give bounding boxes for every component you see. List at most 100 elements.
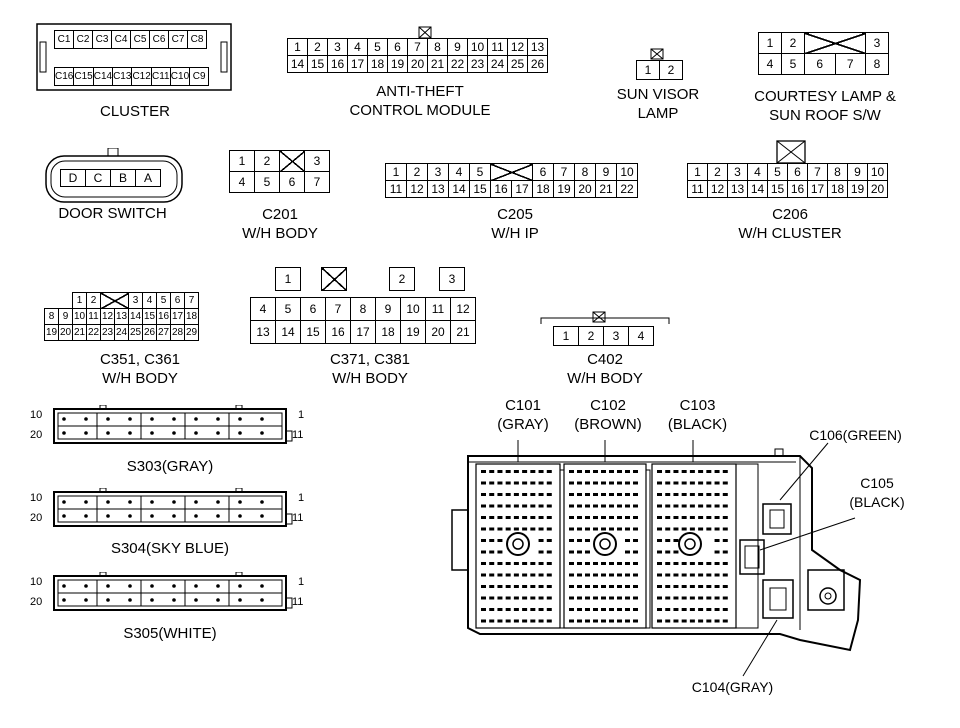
junction-part xyxy=(698,608,704,611)
junction-part xyxy=(577,608,582,611)
pin-cell xyxy=(279,150,305,172)
junction-part xyxy=(601,573,606,577)
junction-part xyxy=(569,504,574,508)
junction-part xyxy=(522,608,528,611)
pin-cell: 24 xyxy=(487,55,508,73)
junction-part xyxy=(530,470,536,473)
junction-part xyxy=(601,481,606,485)
pin-cell: C14 xyxy=(92,67,114,86)
pin-cell: 9 xyxy=(847,163,868,181)
junction-part xyxy=(633,585,638,588)
s305-pin-label: 11 xyxy=(292,596,304,608)
splice-part xyxy=(285,597,293,609)
pin-cell: 8 xyxy=(865,53,889,75)
c106-label: C106(GREEN) xyxy=(809,427,902,443)
pin-cell: 19 xyxy=(44,324,59,341)
pin-cell: 16 xyxy=(327,55,348,73)
pin-cell: 3 xyxy=(727,163,748,181)
junction-part xyxy=(569,527,574,531)
pin-cell: 17 xyxy=(807,180,828,198)
junction-part xyxy=(505,516,511,519)
pin-cell: 6 xyxy=(387,38,408,56)
junction-part xyxy=(657,493,662,496)
splice-part xyxy=(106,431,110,435)
pin-cell: 27 xyxy=(156,324,171,341)
junction-part xyxy=(489,619,495,623)
splice-part xyxy=(84,500,88,504)
junction-part xyxy=(714,493,720,496)
pin-cell: 8 xyxy=(574,163,596,181)
pin-cell: 24 xyxy=(114,324,129,341)
junction-part xyxy=(706,470,712,473)
splice-part xyxy=(235,487,243,493)
junction-part xyxy=(657,527,662,531)
splice-part xyxy=(150,598,154,602)
pin-cell: 2 xyxy=(659,60,683,80)
junction-part xyxy=(625,619,630,623)
junction-part xyxy=(585,504,590,508)
pin-cell: 10 xyxy=(616,163,638,181)
junction-part xyxy=(513,596,519,600)
pin-cell: 3 xyxy=(603,326,629,346)
pin-cell: 10 xyxy=(400,297,426,321)
junction-part xyxy=(530,585,536,588)
s303-connector: 10 20 1 11 xyxy=(30,404,310,447)
junction-part xyxy=(681,470,687,473)
junction-part xyxy=(698,481,704,485)
junction-part xyxy=(530,516,536,519)
splice-part xyxy=(62,514,66,518)
pin-cell: 28 xyxy=(170,324,185,341)
pin-cell: 4 xyxy=(229,171,255,193)
junction-part xyxy=(530,608,536,611)
junction-part xyxy=(505,596,511,600)
junction-part xyxy=(546,516,552,519)
s305-pin-label: 10 xyxy=(30,576,43,588)
splice-part xyxy=(194,514,198,518)
junction-part xyxy=(546,527,552,531)
junction-part xyxy=(706,493,712,496)
junction-part xyxy=(714,504,720,508)
junction-part xyxy=(593,585,598,588)
junction-part xyxy=(722,550,728,554)
junction-part xyxy=(601,619,606,623)
pin-cell: 5 xyxy=(156,292,171,309)
c104-label: C104(GRAY) xyxy=(691,679,774,695)
junction-part xyxy=(538,481,544,485)
junction-part xyxy=(689,585,695,588)
junction-part xyxy=(481,550,486,554)
pin-cell: 3 xyxy=(439,267,465,291)
junction-part xyxy=(569,562,574,565)
pin-cell: 1 xyxy=(72,292,87,309)
splice-part xyxy=(53,408,287,444)
junction-part xyxy=(497,504,503,508)
pin-cell: 13 xyxy=(527,38,548,56)
splice-part xyxy=(216,584,220,588)
junction-part xyxy=(569,539,574,542)
splice-part xyxy=(194,417,198,421)
pin-cell: B xyxy=(110,169,136,187)
junction-part xyxy=(481,585,486,588)
junction-part xyxy=(505,481,511,485)
junction-part xyxy=(689,516,695,519)
splice-part xyxy=(216,514,220,518)
junction-part xyxy=(585,550,590,554)
junction-part xyxy=(698,493,704,496)
splice-part xyxy=(62,598,66,602)
junction-part xyxy=(593,481,598,485)
junction-part xyxy=(657,608,662,611)
junction-part xyxy=(665,562,671,565)
pin-cell: 7 xyxy=(807,163,828,181)
junction-part xyxy=(609,504,614,508)
splice-part xyxy=(106,584,110,588)
splice-part xyxy=(62,431,66,435)
junction-part xyxy=(714,539,720,542)
junction-part xyxy=(706,619,712,623)
pin-cell: 22 xyxy=(616,180,638,198)
junction-part xyxy=(559,469,565,629)
junction-part xyxy=(698,504,704,508)
pin-cell: 18 xyxy=(375,320,401,344)
